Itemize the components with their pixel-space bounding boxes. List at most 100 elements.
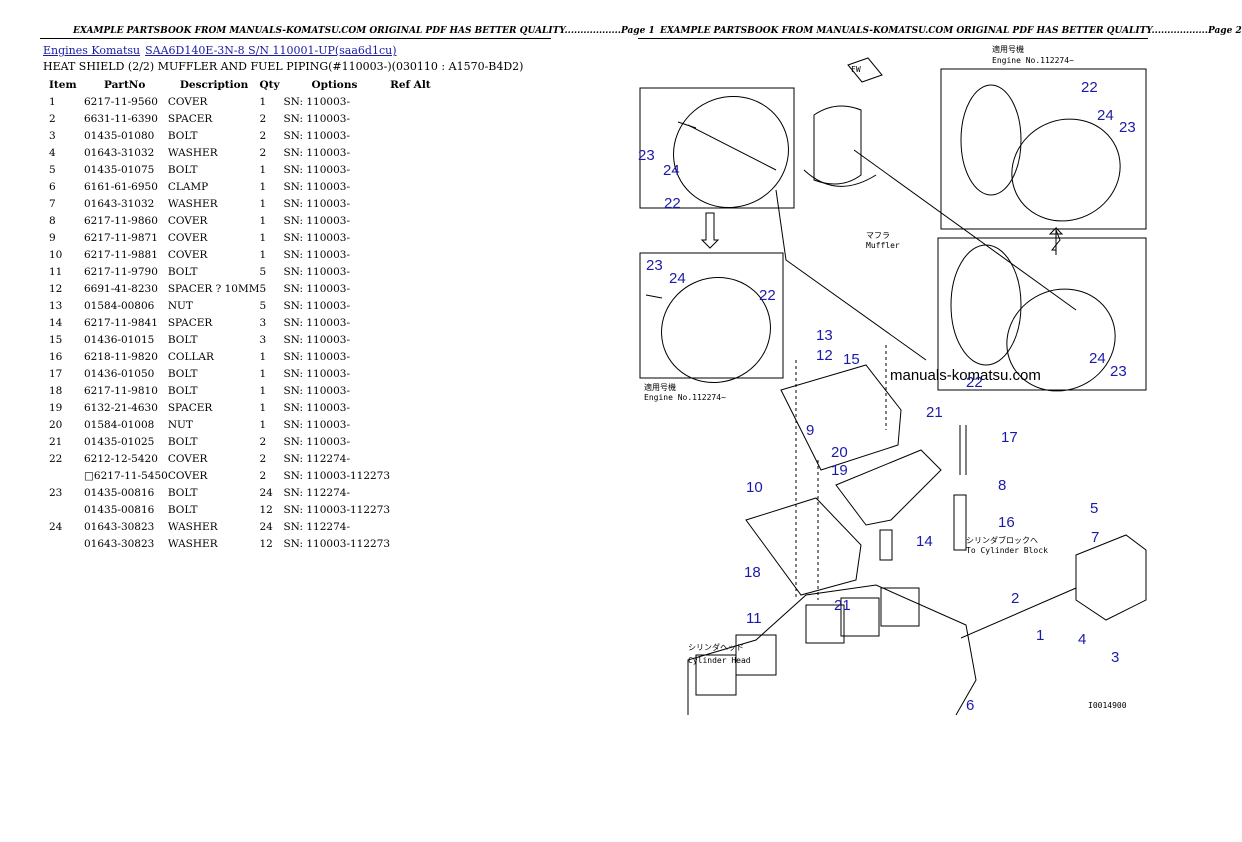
cell-options: SN: 110003- (283, 95, 350, 108)
callout-23: 23 (1110, 363, 1127, 380)
cell-description: CLAMP (167, 180, 209, 193)
cell-options: SN: 110003- (283, 265, 350, 278)
cell-qty: 1 (259, 163, 267, 176)
cell-item: 6 (49, 180, 56, 193)
callout-1: 1 (1036, 627, 1044, 644)
detail-box-mid-left (639, 252, 784, 379)
col-header-description: Description (179, 79, 249, 91)
cell-description: BOLT (167, 265, 198, 278)
callout-4: 4 (1078, 631, 1086, 648)
callout-22: 22 (1081, 79, 1098, 96)
cell-ref-alt (390, 110, 450, 127)
page-subtitle: HEAT SHIELD (2/2) MUFFLER AND FUEL PIPIN… (43, 60, 524, 73)
cell-item: 4 (49, 146, 56, 159)
cell-item: 10 (49, 248, 63, 261)
cell-ref-alt (390, 450, 450, 467)
cell-options: SN: 110003- (283, 384, 350, 397)
callout-22: 22 (664, 195, 681, 212)
cell-item (43, 501, 84, 518)
callout-13: 13 (816, 327, 833, 344)
cell-item: 21 (49, 435, 63, 448)
muffler-end-b (950, 244, 1022, 366)
cell-options: SN: 110003- (283, 299, 350, 312)
cell-item: 2 (49, 112, 56, 125)
callout-10: 10 (746, 479, 763, 496)
cell-ref-alt (390, 382, 450, 399)
cell-partno: □6217-11-5450 (84, 469, 168, 482)
cell-options: SN: 110003-112273 (283, 503, 391, 516)
cover-1 (1075, 534, 1147, 621)
cell-ref-alt (390, 263, 450, 280)
cell-item: 14 (49, 316, 63, 329)
cell-item: 8 (49, 214, 56, 227)
detail-box-top-left (639, 87, 795, 209)
cell-qty: 2 (259, 146, 267, 159)
callout-23: 23 (1119, 119, 1136, 136)
cell-description: COLLAR (167, 350, 214, 363)
cell-options: SN: 110003- (283, 418, 350, 431)
cell-ref-alt (390, 178, 450, 195)
parts-table: Item PartNo Description Qty Options Ref … (43, 77, 450, 552)
cell-item: 23 (49, 486, 63, 499)
cell-description: COVER (167, 231, 208, 244)
cell-item: 18 (49, 384, 63, 397)
callout-16: 16 (998, 514, 1015, 531)
muffler-en-label: Muffler (866, 241, 900, 250)
cell-description: COVER (167, 452, 208, 465)
cell-ref-alt (390, 212, 450, 229)
callout-14: 14 (916, 533, 933, 550)
breadcrumb-link-engines[interactable]: Engines Komatsu (43, 44, 141, 57)
cell-ref-alt (390, 314, 450, 331)
cell-ref-alt (390, 229, 450, 246)
callout-24: 24 (669, 270, 686, 287)
cover-plate-22-d (1006, 288, 1116, 392)
cell-description: COVER (167, 95, 208, 108)
cell-item: 19 (49, 401, 63, 414)
cell-ref-alt (390, 280, 450, 297)
cover-plate-22-c (1011, 118, 1121, 222)
exploded-parts-diagram: マフラ Muffler 適用号機 Engine No.112274~ 適用号機 … (636, 40, 1148, 716)
cover-plate-22-a (673, 95, 789, 209)
cell-description: COVER (167, 214, 208, 227)
callout-8: 8 (998, 477, 1006, 494)
cell-description: NUT (167, 418, 193, 431)
cell-item: 1 (49, 95, 56, 108)
cell-qty: 1 (259, 95, 267, 108)
breadcrumb-link-model[interactable]: SAA6D140E-3N-8 S/N 110001-UP(saa6d1cu) (145, 44, 397, 57)
cell-partno: 01643-30823 (84, 537, 155, 550)
engine-no-jp-label: 適用号機 (644, 382, 676, 392)
callout-24: 24 (1089, 350, 1106, 367)
cell-ref-alt (390, 93, 450, 110)
cell-qty: 1 (259, 231, 267, 244)
cover-10 (745, 497, 862, 596)
engine-no-jp-label-2: 適用号機 (992, 44, 1024, 54)
cell-item: 5 (49, 163, 56, 176)
cell-qty: 5 (259, 299, 267, 312)
cell-partno: 01643-30823 (84, 520, 155, 533)
cell-partno: 01643-31032 (84, 197, 155, 210)
cell-partno: 01584-00806 (84, 299, 155, 312)
cell-qty: 1 (259, 214, 267, 227)
cell-partno: 6218-11-9820 (84, 350, 158, 363)
cell-partno: 6212-12-5420 (84, 452, 158, 465)
cell-options: SN: 110003- (283, 401, 350, 414)
page2-header-rule (638, 38, 1148, 39)
detail-box-bottom-right (937, 237, 1147, 391)
cell-qty: 2 (259, 435, 267, 448)
cell-qty: 24 (259, 486, 273, 499)
cell-options: SN: 110003- (283, 180, 350, 193)
cell-options: SN: 112274- (283, 486, 350, 499)
cell-qty: 24 (259, 520, 273, 533)
callout-23: 23 (646, 257, 663, 274)
cell-ref-alt (390, 365, 450, 382)
